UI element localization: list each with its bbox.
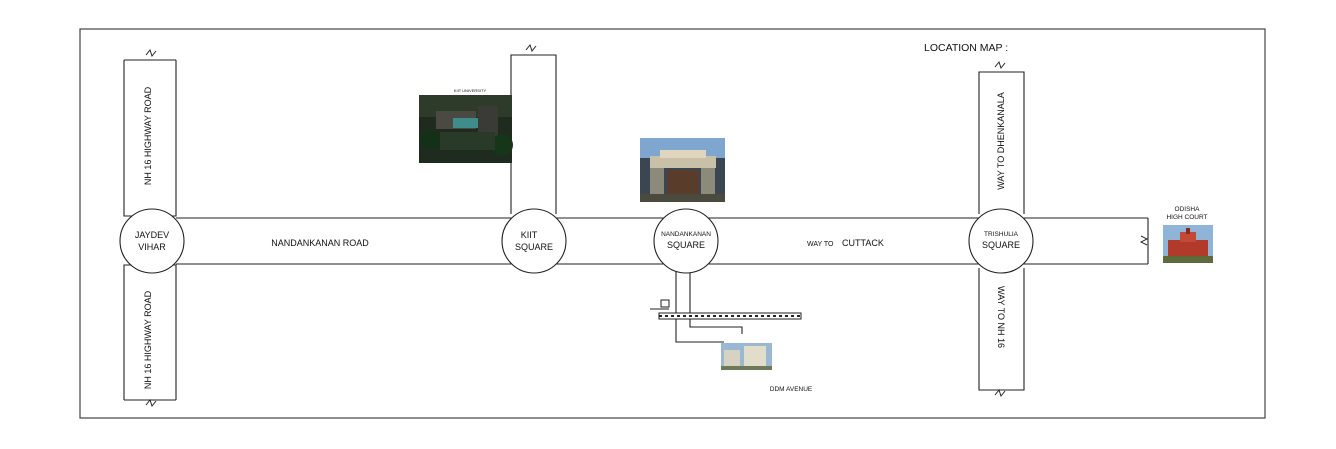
kiit-university-caption: KIIT UNIVERSITY bbox=[454, 88, 487, 93]
nandankanan-road-label: NANDANKANAN ROAD bbox=[271, 238, 369, 248]
break-markers bbox=[145, 43, 1149, 408]
nandankanan-gate-photo bbox=[640, 138, 725, 202]
trishulia-label-2: SQUARE bbox=[982, 240, 1020, 250]
nh16-north-label: NH 16 HIGHWAY ROAD bbox=[143, 86, 153, 185]
junction-nandankanan-square: NANDANKANAN SQUARE bbox=[653, 208, 719, 274]
map-title: LOCATION MAP : bbox=[924, 42, 1008, 54]
high-court-caption-1: ODISHA bbox=[1175, 206, 1201, 213]
ddm-avenue-photo: DDM AVENUE bbox=[721, 343, 813, 393]
ddm-connector-road bbox=[675, 268, 724, 343]
way-to-cuttack-prefix: WAY TO bbox=[807, 241, 834, 248]
nh16-connector-label: WAY TO NH 16 bbox=[996, 286, 1006, 348]
junction-kiit-square: KIIT SQUARE bbox=[501, 208, 567, 274]
way-to-cuttack-label: CUTTACK bbox=[842, 238, 884, 248]
high-court-caption-2: HIGH COURT bbox=[1166, 214, 1207, 221]
high-court-photo: ODISHA HIGH COURT bbox=[1163, 206, 1213, 263]
nh16-connector-road bbox=[978, 268, 1025, 391]
nandankanan-label-1: NANDANKANAN bbox=[661, 231, 711, 238]
dhenkanal-road bbox=[978, 71, 1025, 214]
kiit-label-1: KIIT bbox=[521, 230, 538, 240]
kiit-university-photo: KIIT UNIVERSITY bbox=[419, 88, 513, 163]
junction-jaydev-vihar: JAYDEV VIHAR bbox=[119, 208, 185, 274]
jaydev-label-2: VIHAR bbox=[138, 242, 166, 252]
nh16-south-label: NH 16 HIGHWAY ROAD bbox=[143, 290, 153, 389]
kiit-label-2: SQUARE bbox=[515, 242, 553, 252]
junction-trishulia-square: TRISHULIA SQUARE bbox=[968, 208, 1034, 274]
nandankanan-label-2: SQUARE bbox=[667, 240, 705, 250]
railway-line bbox=[650, 299, 802, 320]
kiit-road bbox=[510, 54, 557, 214]
jaydev-label-1: JAYDEV bbox=[135, 230, 169, 240]
dhenkanal-road-label: WAY TO DHENKANALA bbox=[996, 92, 1006, 190]
map-frame bbox=[79, 28, 1266, 419]
trishulia-label-1: TRISHULIA bbox=[984, 231, 1019, 238]
ddm-avenue-caption: DDM AVENUE bbox=[770, 386, 813, 393]
